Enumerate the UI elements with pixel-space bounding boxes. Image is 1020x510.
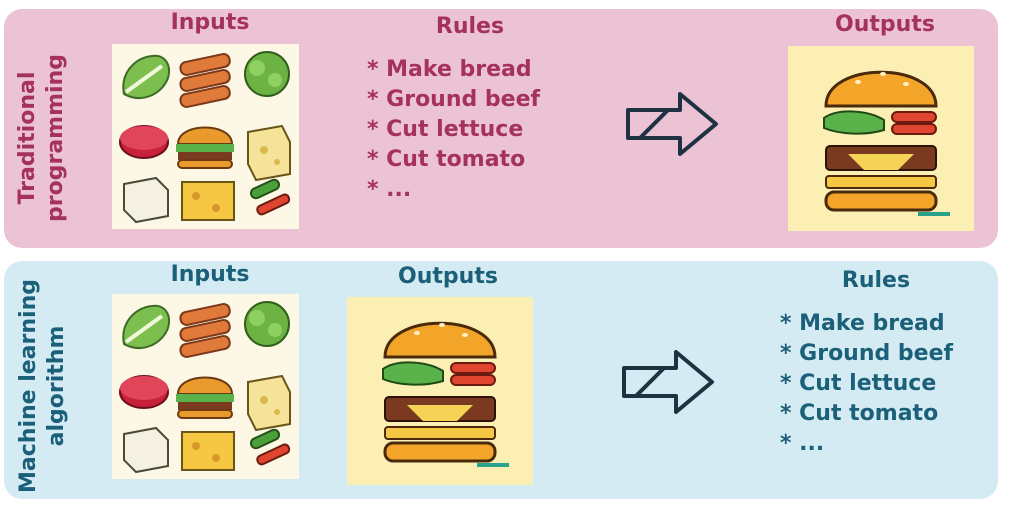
- rule-item: * Ground beef: [780, 341, 954, 366]
- rules-list-top: * Make bread * Ground beef * Cut lettuce…: [367, 55, 540, 205]
- lettuce-icon: [122, 54, 170, 99]
- burger-mini-icon: [176, 126, 234, 169]
- inputs-heading-top: Inputs: [170, 10, 250, 35]
- rule-item: * Cut tomato: [367, 147, 526, 172]
- right-arrow-icon: [626, 92, 718, 156]
- pepper-icon: [249, 178, 291, 216]
- tofu-icon: [123, 426, 169, 474]
- rules-list-bottom: * Make bread * Ground beef * Cut lettuce…: [780, 309, 953, 459]
- side-label-line1: Traditional: [15, 71, 40, 205]
- beef-patty-icon: [119, 125, 169, 159]
- rules-heading-bottom: Rules: [841, 268, 911, 293]
- ingredients-illustration: [112, 44, 299, 229]
- machine-learning-label: Machine learning algorithm: [15, 271, 71, 501]
- beef-patty-icon: [119, 375, 169, 409]
- sausage-icon: [179, 303, 231, 358]
- outputs-heading-top: Outputs: [835, 12, 935, 37]
- rule-item: * ...: [367, 177, 412, 202]
- tofu-icon: [123, 176, 169, 224]
- side-label-line1: Machine learning: [16, 279, 41, 493]
- burger-mini-icon: [176, 376, 234, 419]
- outputs-heading-bottom: Outputs: [398, 264, 498, 289]
- cheese-cube-icon: [247, 124, 291, 182]
- rule-item: * Make bread: [780, 311, 945, 336]
- greens-icon: [244, 301, 290, 347]
- rule-item: * Cut lettuce: [780, 371, 937, 396]
- rule-item: * Cut tomato: [780, 401, 939, 426]
- cheese-block-icon: [181, 431, 235, 471]
- lettuce-icon: [122, 304, 170, 349]
- rule-item: * Make bread: [367, 57, 532, 82]
- rule-item: * Cut lettuce: [367, 117, 524, 142]
- greens-icon: [244, 51, 290, 97]
- pepper-icon: [249, 428, 291, 466]
- cheese-block-icon: [181, 181, 235, 221]
- cheese-cube-icon: [247, 374, 291, 432]
- side-label-line2: algorithm: [44, 325, 69, 447]
- rule-item: * ...: [780, 431, 825, 456]
- rule-item: * Ground beef: [367, 87, 541, 112]
- burger-illustration: [347, 297, 533, 485]
- inputs-heading-bottom: Inputs: [170, 262, 250, 287]
- rules-heading-top: Rules: [435, 14, 505, 39]
- sausage-icon: [179, 53, 231, 108]
- side-label-line2: programming: [43, 54, 68, 222]
- right-arrow-icon: [622, 350, 714, 414]
- burger-illustration: [788, 46, 974, 231]
- traditional-programming-label: Traditional programming: [14, 48, 70, 228]
- ingredients-illustration: [112, 294, 299, 479]
